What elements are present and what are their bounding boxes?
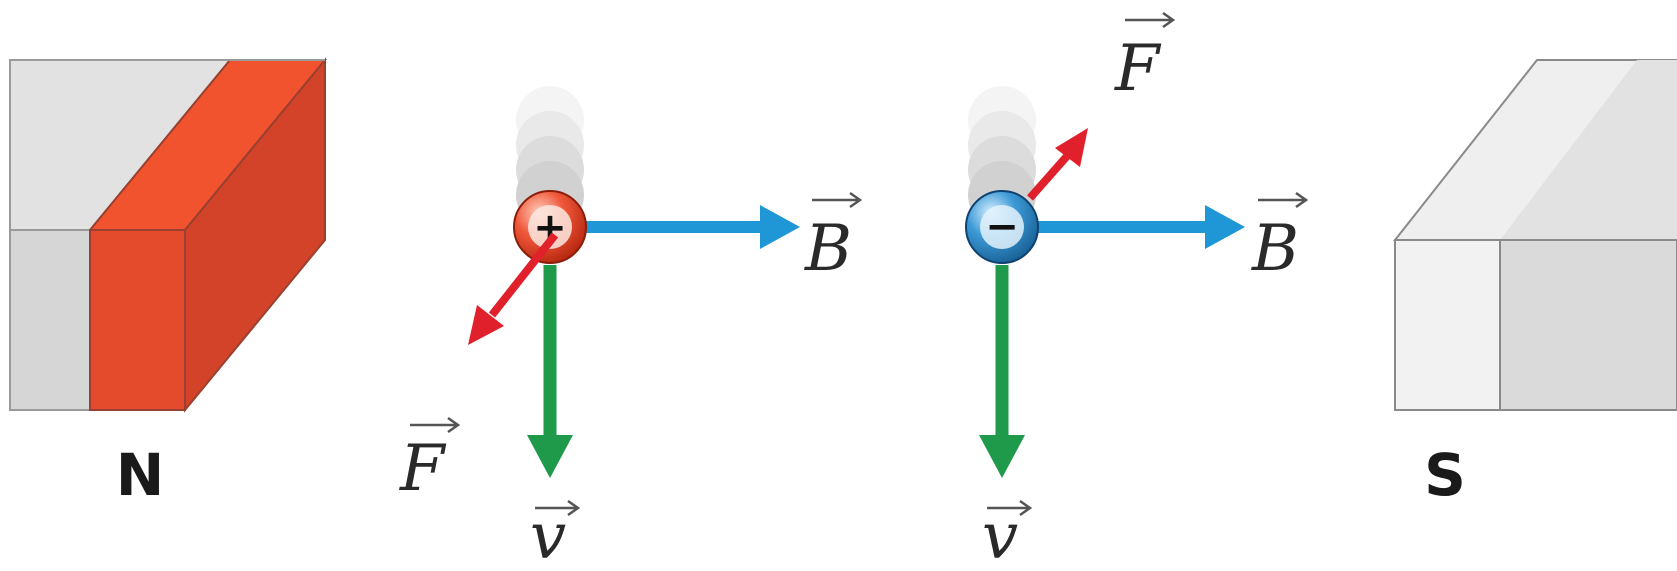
north-magnet xyxy=(9,57,328,413)
vector-bar-b-positive xyxy=(812,191,863,209)
north-magnet-side-red xyxy=(184,57,326,413)
velocity-label-negative: v xyxy=(982,500,1018,571)
vector-bar-v-negative xyxy=(987,499,1033,517)
north-magnet-front-gray xyxy=(9,229,91,411)
positive-charge: + xyxy=(513,190,587,264)
vector-bar-b-negative xyxy=(1258,191,1309,209)
negative-charge-group: − xyxy=(965,86,1245,478)
south-magnet-front-light xyxy=(1394,239,1501,411)
force-label-negative: F xyxy=(1114,32,1162,106)
north-magnet-front-red xyxy=(89,229,186,411)
south-magnet-top-shade xyxy=(1500,60,1677,240)
south-magnet-front-shade xyxy=(1499,239,1677,411)
south-pole-label: S xyxy=(1424,441,1466,509)
force-arrow-negative xyxy=(1027,128,1088,201)
velocity-label-positive: v xyxy=(530,500,566,571)
magnetic-field-label-negative: B xyxy=(1251,212,1299,286)
south-magnet xyxy=(1392,59,1677,411)
vector-bar-v-positive xyxy=(535,499,581,517)
positive-charge-group: + xyxy=(468,86,800,478)
positive-charge-motion-trail xyxy=(516,86,584,229)
negative-charge-sign: − xyxy=(985,204,1019,250)
magnetic-field-label-positive: B xyxy=(804,212,852,286)
velocity-arrow-negative xyxy=(979,265,1025,478)
force-arrow-positive xyxy=(468,232,559,345)
velocity-arrow-positive xyxy=(527,265,573,478)
vector-bar-f-positive xyxy=(410,416,461,434)
north-pole-label: N xyxy=(116,441,165,509)
magnetic-field-arrow-negative xyxy=(1037,205,1245,249)
vector-bar-f-negative xyxy=(1125,11,1176,29)
negative-charge: − xyxy=(965,190,1039,264)
magnetic-field-arrow-positive xyxy=(585,205,800,249)
force-label-positive: F xyxy=(399,432,447,506)
